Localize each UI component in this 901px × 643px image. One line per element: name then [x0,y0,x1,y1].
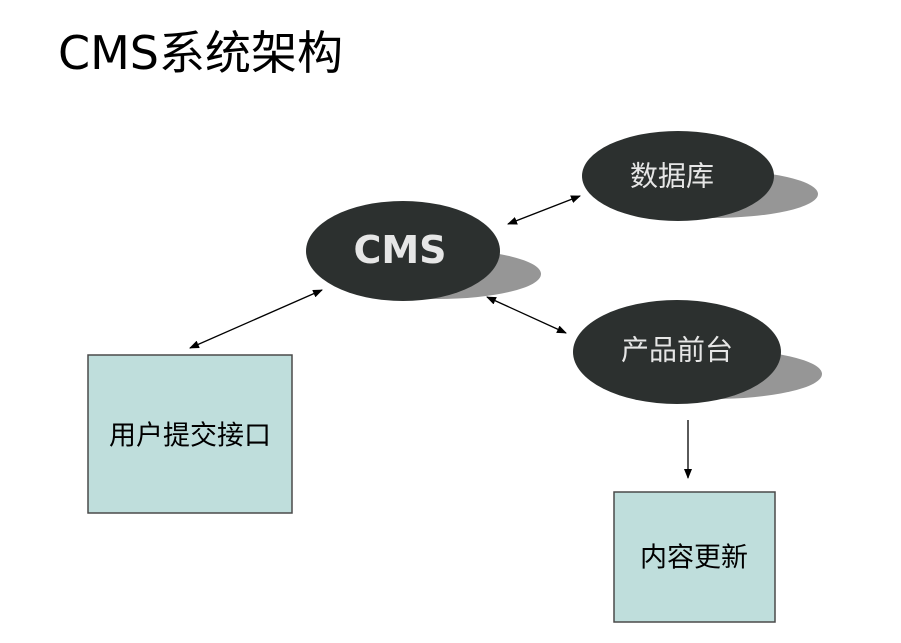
node-frontend: 产品前台 [573,300,822,404]
node-database: 数据库 [582,131,818,221]
arrow-cms-database [507,195,581,225]
slide-title: CMS系统架构 [58,26,344,80]
content-update-box [613,491,776,623]
database-label: 数据库 [630,160,714,193]
cms-label: CMS [353,228,446,272]
node-content-update: 内容更新 [613,491,776,623]
user-submit-label: 用户提交接口 [109,421,271,452]
frontend-label: 产品前台 [621,334,733,367]
node-user-submit: 用户提交接口 [87,354,293,514]
node-cms: CMS [306,201,541,301]
database-ellipse [582,131,774,221]
user-submit-box [87,354,293,514]
arrow-cms-frontend [486,296,567,334]
cms-ellipse [306,201,500,301]
frontend-ellipse [573,300,781,404]
arrow-cms-user-submit [189,289,323,349]
content-update-label: 内容更新 [640,543,748,574]
